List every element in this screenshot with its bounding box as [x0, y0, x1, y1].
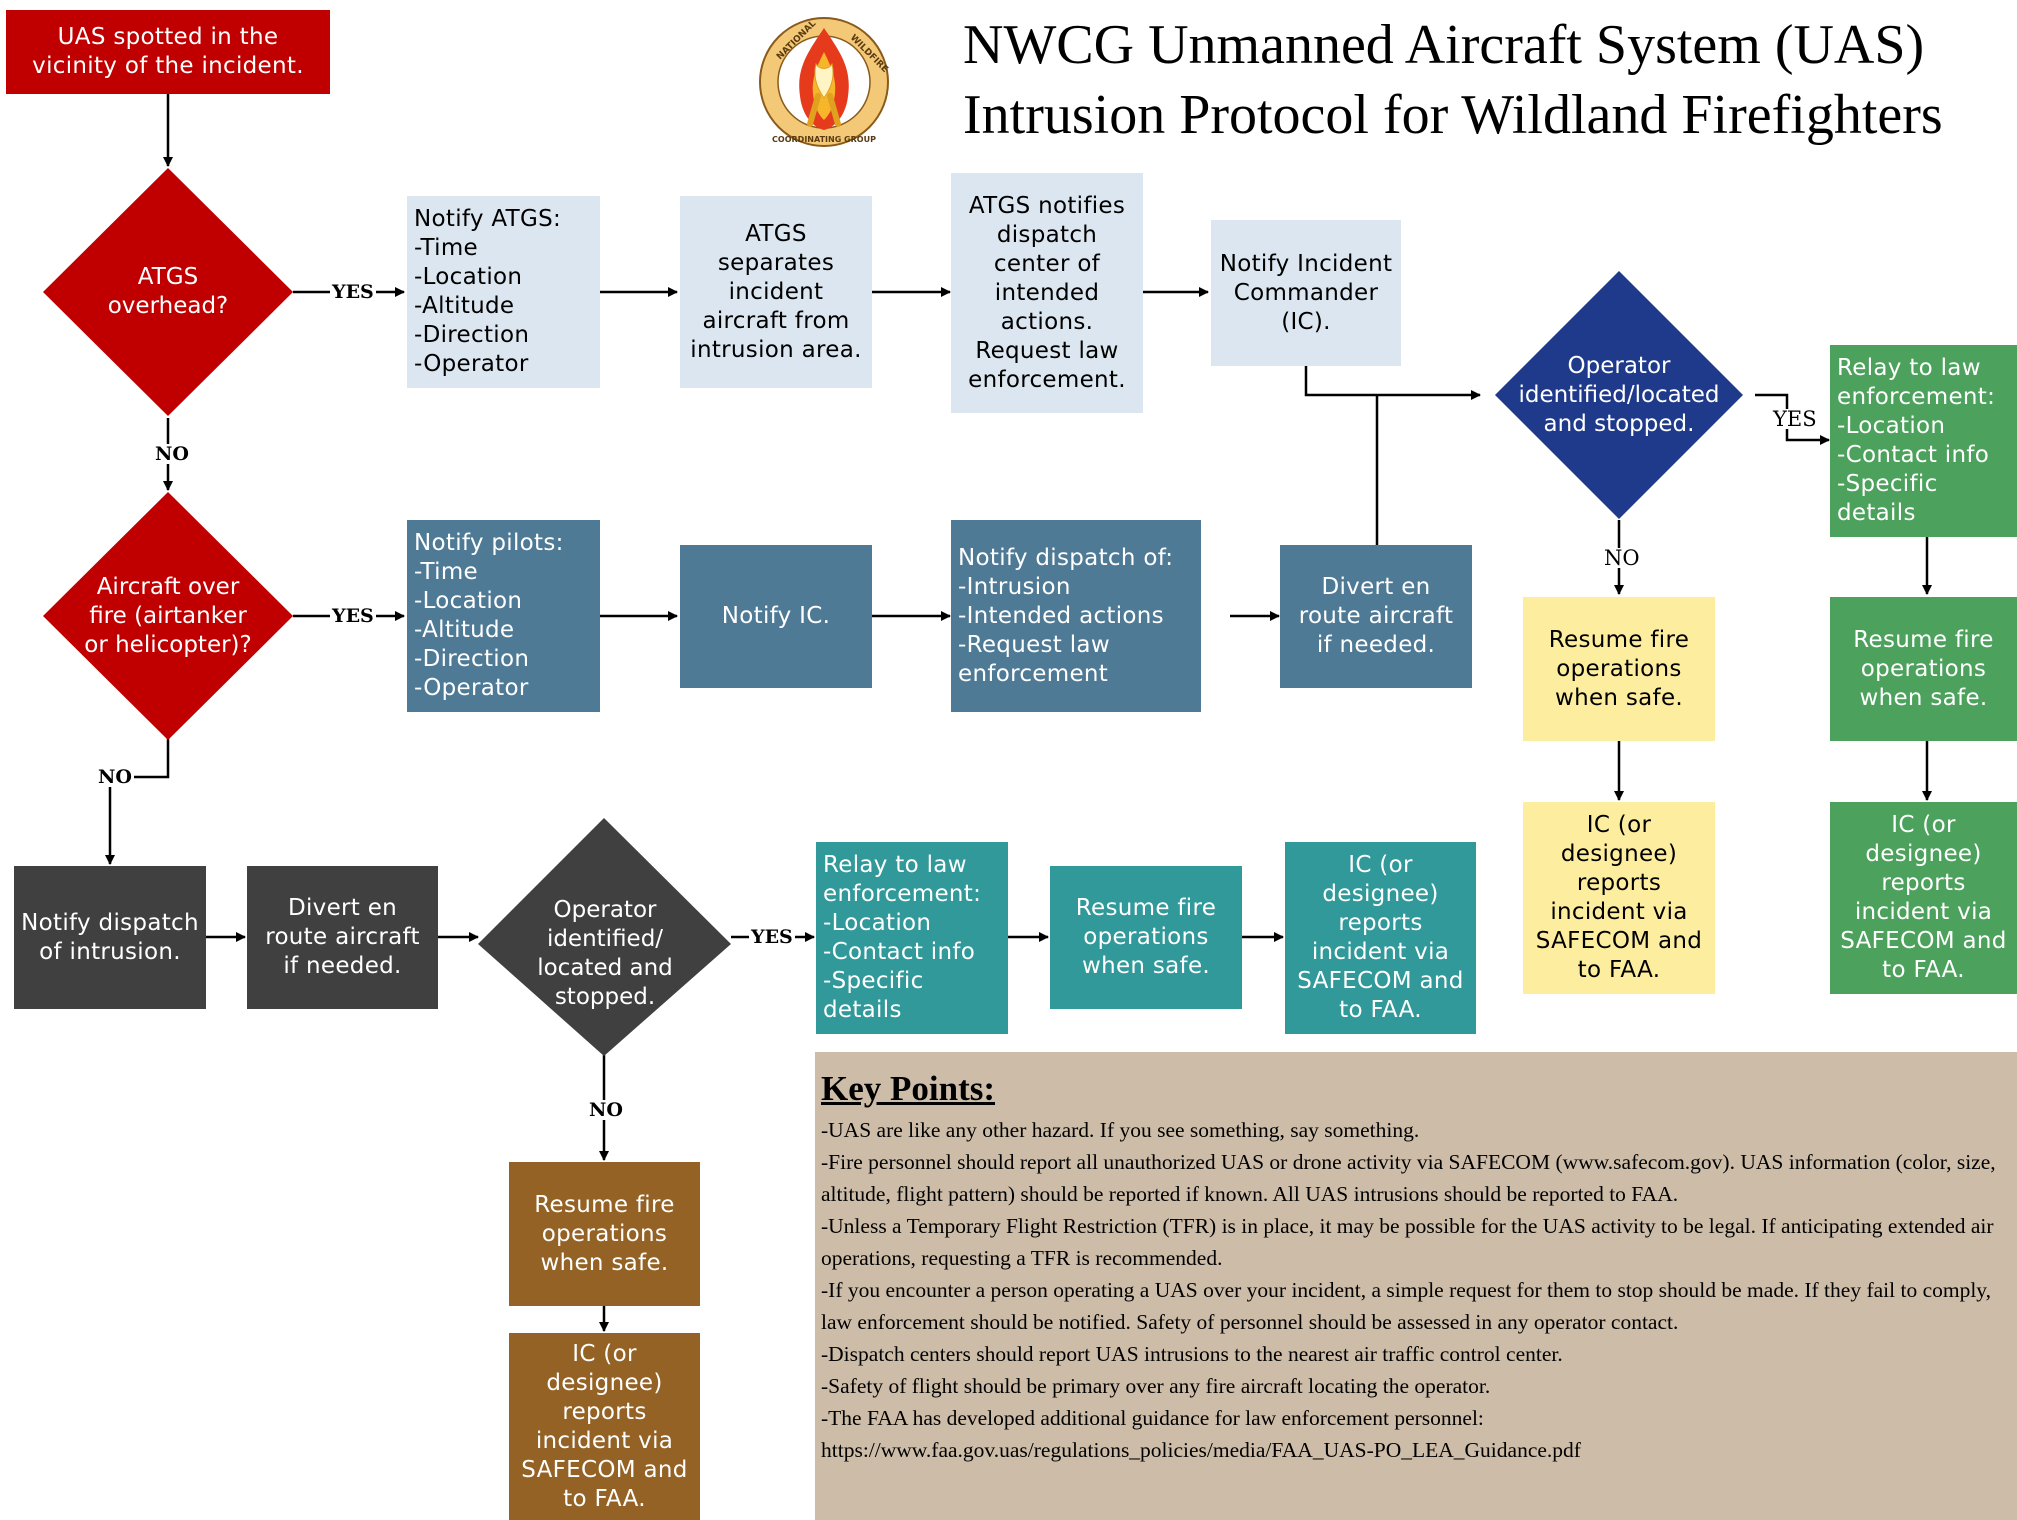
title-line-2: Intrusion Protocol for Wildland Firefigh… — [963, 84, 1943, 146]
resume-green-box: Resume fire operations when safe. — [1830, 597, 2017, 741]
decision-operator-bottom-label: Operator identified/ located and stopped… — [537, 897, 673, 1010]
relay-top-box: Relay to law enforcement: -Location -Con… — [1830, 345, 2017, 537]
decision-aircraft-over-fire — [43, 492, 293, 740]
label-yes-operator-bottom: YES — [749, 926, 795, 948]
notify-atgs-box: Notify ATGS: -Time -Location -Altitude -… — [407, 196, 600, 388]
key-point-4: -If you encounter a person operating a U… — [821, 1278, 1992, 1334]
notify-ic-mid-box: Notify IC. — [680, 545, 872, 688]
decision-operator-top — [1495, 271, 1743, 519]
divert-mid-box: Divert en route aircraft if needed. — [1280, 545, 1472, 688]
label-yes-operator-top: YES — [1771, 407, 1819, 431]
decision-atgs-overhead-label: ATGS overhead? — [107, 264, 229, 319]
key-point-6: -Safety of flight should be primary over… — [821, 1374, 1491, 1398]
decision-operator-top-label: Operator identified/located and stopped. — [1518, 352, 1720, 437]
title-line-1: NWCG Unmanned Aircraft System (UAS) — [963, 14, 1925, 76]
notify-pilots-box: Notify pilots: -Time -Location -Altitude… — [407, 520, 600, 712]
ic-report-teal-box: IC (or designee) reports incident via SA… — [1285, 842, 1476, 1034]
start-node: UAS spotted in the vicinity of the incid… — [6, 10, 330, 94]
notify-dispatch-intrusion-box: Notify dispatch of intrusion. — [14, 866, 206, 1009]
decision-aircraft-over-fire-label: Aircraft over fire (airtanker or helicop… — [84, 573, 252, 658]
decision-atgs-overhead — [43, 168, 293, 416]
ic-report-yellow-box: IC (or designee) reports incident via SA… — [1523, 802, 1715, 994]
key-point-5: -Dispatch centers should report UAS intr… — [821, 1342, 1563, 1366]
arrow-aircraft-no — [105, 738, 170, 865]
faa-guidance-link[interactable]: https://www.faa.gov.uas/regulations_poli… — [821, 1438, 1581, 1462]
key-point-2: -Fire personnel should report all unauth… — [821, 1150, 1996, 1206]
resume-yellow-box: Resume fire operations when safe. — [1523, 597, 1715, 741]
decision-operator-bottom — [478, 818, 731, 1056]
key-point-1: -UAS are like any other hazard. If you s… — [821, 1118, 1420, 1142]
resume-brown-box: Resume fire operations when safe. — [509, 1162, 700, 1306]
ic-report-green-box: IC (or designee) reports incident via SA… — [1830, 802, 2017, 994]
atgs-separates-box: ATGS separates incident aircraft from in… — [680, 196, 872, 388]
page-title: NWCG Unmanned Aircraft System (UAS) Intr… — [963, 10, 2013, 150]
ic-report-brown-box: IC (or designee) reports incident via SA… — [509, 1333, 700, 1520]
label-no-operator-top: NO — [1602, 546, 1642, 570]
relay-bottom-box: Relay to law enforcement: -Location -Con… — [816, 842, 1008, 1034]
atgs-notifies-box: ATGS notifies dispatch center of intende… — [951, 173, 1143, 413]
key-points-panel: Key Points: -UAS are like any other haza… — [815, 1052, 2017, 1520]
notify-dispatch-of-box: Notify dispatch of: -Intrusion -Intended… — [951, 520, 1201, 712]
resume-teal-box: Resume fire operations when safe. — [1050, 866, 1242, 1009]
label-no-aircraft: NO — [96, 766, 134, 788]
logo-text-coordinating: COORDINATING GROUP — [772, 135, 876, 144]
arrow-ic-to-operator — [1304, 366, 1481, 400]
key-point-7: -The FAA has developed additional guidan… — [821, 1406, 1484, 1430]
notify-ic-top-box: Notify Incident Commander (IC). — [1211, 220, 1401, 366]
divert-bottom-box: Divert en route aircraft if needed. — [247, 866, 438, 1009]
label-no-atgs: NO — [153, 443, 191, 465]
key-point-3: -Unless a Temporary Flight Restriction (… — [821, 1214, 1994, 1270]
nwcg-logo: NATIONAL WILDFIRE COORDINATING GROUP — [759, 17, 890, 147]
key-points-heading: Key Points: — [821, 1069, 996, 1108]
label-no-operator-bottom: NO — [587, 1099, 625, 1121]
label-yes-atgs: YES — [330, 281, 376, 303]
label-yes-aircraft: YES — [330, 605, 376, 627]
